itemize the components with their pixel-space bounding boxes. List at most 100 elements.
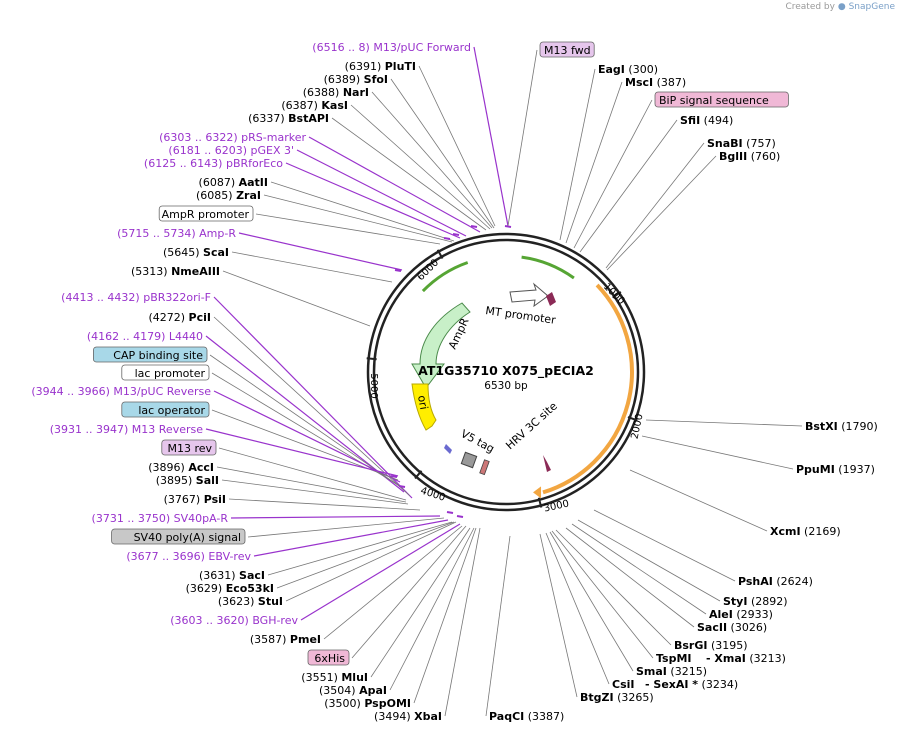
enzyme-label-text: - XmaI (3213) (706, 652, 786, 665)
leader-line (213, 390, 401, 483)
site-label-sexai: - SexAI * (3234) (645, 678, 738, 691)
feature-label-box (307, 649, 350, 666)
enzyme-label-text: PpuMI (1937) (796, 463, 875, 476)
plasmid-name: AT1G35710 X075_pECIA2 (418, 363, 594, 379)
site-label-prs-marker: (6303 .. 6322) pRS-marker (159, 131, 306, 144)
feature-label-text: AmpR promoter (162, 208, 250, 221)
enzyme-label-text: (5313) NmeAIII (131, 265, 220, 278)
enzyme-label-text: SacII (3026) (697, 621, 767, 634)
site-label-bstxi: BstXI (1790) (805, 420, 878, 433)
leader-lines (205, 46, 803, 717)
site-label-sv40-poly-a-signal: SV40 poly(A) signal (111, 528, 246, 545)
site-label-bglii: BglII (760) (719, 150, 780, 163)
leader-line (228, 498, 421, 511)
plasmid-length: 6530 bp (484, 380, 528, 392)
site-label-lac-promoter: lac promoter (121, 364, 210, 381)
leader-line (549, 531, 634, 672)
site-labels: (6516 .. 8) M13/pUC Forward(6391) PluTI(… (31, 41, 878, 723)
primer-label-text: (4413 .. 4432) pBR322ori-F (61, 291, 211, 304)
enzyme-label-text: BsrGI (3195) (674, 639, 748, 652)
site-label-m13-reverse: (3931 .. 3947) M13 Reverse (50, 423, 203, 436)
leader-line (593, 509, 736, 582)
leader-line (205, 428, 399, 477)
primer-site-mark (452, 233, 460, 236)
site-label-alei: AleI (2933) (709, 608, 773, 621)
primer-label-text: (3677 .. 3696) EBV-rev (126, 550, 251, 563)
site-label-cap-binding-site: CAP binding site (93, 346, 208, 363)
site-label-ppumi: PpuMI (1937) (796, 463, 875, 476)
site-label-csii: CsiI (612, 678, 634, 691)
site-label-eagi: EagI (300) (598, 63, 658, 76)
leader-line (389, 527, 475, 691)
leader-line (221, 479, 409, 505)
site-label-sacii: SacII (3026) (697, 621, 767, 634)
feature-label-text: M13 fwd (544, 44, 591, 57)
site-label-sfii: SfiI (494) (680, 114, 733, 127)
leader-line (300, 523, 461, 621)
enzyme-label-text: (3623) StuI (218, 595, 283, 608)
leader-line (577, 519, 721, 602)
site-label-l4440: (4162 .. 4179) L4440 (87, 330, 203, 343)
primer-site-mark (504, 225, 512, 228)
site-label-paqci: PaqCI (3387) (489, 710, 564, 723)
primer-site-mark (390, 475, 398, 478)
site-label-m13-puc-reverse: (3944 .. 3966) M13/pUC Reverse (31, 385, 211, 398)
enzyme-label-text: (3587) PmeI (250, 633, 321, 646)
feature-label-box (158, 205, 254, 222)
enzyme-label-text: AleI (2933) (709, 608, 773, 621)
leader-line (444, 527, 481, 717)
site-label-acci: (3896) AccI (148, 461, 214, 474)
enzyme-label-text: (3767) PsiI (164, 493, 226, 506)
leader-line (213, 296, 413, 499)
tick-mark-1000 (612, 291, 622, 299)
feature-label-text: 6xHis (314, 652, 345, 665)
enzyme-label-text: BglII (760) (719, 150, 780, 163)
feature-label-text: M13 rev (167, 442, 212, 455)
primer-label-text: (6303 .. 6322) pRS-marker (159, 131, 306, 144)
site-label-kasi: (6387) KasI (281, 99, 348, 112)
leader-line (222, 270, 371, 327)
enzyme-label-text: (3631) SacI (199, 569, 265, 582)
snapgene-logo: ● (837, 2, 846, 12)
feature-label-text: SV40 poly(A) signal (134, 531, 241, 544)
tick-mark-6000 (436, 249, 444, 260)
site-label-pspomi: (3500) PspOMI (324, 697, 411, 710)
primer-label-text: (6181 .. 6203) pGEX 3' (168, 144, 294, 157)
leader-line (276, 521, 455, 589)
enzyme-label-text: (6391) PluTI (345, 60, 416, 73)
tick-label-2000: 2000 (630, 413, 646, 440)
orange-feature-arrowhead (533, 486, 542, 499)
primer-label-text: (3931 .. 3947) M13 Reverse (50, 423, 203, 436)
site-label-eco53ki: (3629) Eco53kI (186, 582, 274, 595)
enzyme-label-text: CsiI (612, 678, 634, 691)
ori-label: ori (415, 394, 430, 410)
site-label-pgex-3: (6181 .. 6203) pGEX 3' (168, 144, 294, 157)
site-label-saci: (3631) SacI (199, 569, 265, 582)
leader-line (209, 354, 403, 489)
leader-line (331, 117, 487, 231)
enzyme-label-text: (6085) ZraI (196, 189, 261, 202)
site-label-pcii: (4272) PciI (148, 311, 211, 324)
primer-site-mark (394, 269, 402, 272)
enzyme-label-text: (6337) BstAPI (248, 112, 329, 125)
enzyme-label-text: (6389) SfoI (324, 73, 388, 86)
site-label-bip-signal-sequence: BiP signal sequence (654, 91, 789, 108)
site-label-zrai: (6085) ZraI (196, 189, 261, 202)
site-label-aatii: (6087) AatII (199, 176, 268, 189)
lac-cluster-marker (444, 444, 452, 454)
leader-line (545, 532, 610, 685)
site-label-mlui: (3551) MluI (301, 671, 368, 684)
enzyme-label-text: (3494) XbaI (374, 710, 442, 723)
leader-line (253, 519, 449, 557)
leader-line (231, 251, 393, 283)
primer-site-mark (446, 511, 454, 514)
site-label-apai: (3504) ApaI (319, 684, 387, 697)
primer-label-text: (6516 .. 8) M13/pUC Forward (312, 41, 471, 54)
v5-tag-feature (460, 451, 478, 469)
ori-feature (411, 383, 437, 431)
site-label-pbr322ori-f: (4413 .. 4432) pBR322ori-F (61, 291, 211, 304)
leader-line (606, 155, 717, 271)
watermark-created-by: Created by (785, 2, 835, 12)
